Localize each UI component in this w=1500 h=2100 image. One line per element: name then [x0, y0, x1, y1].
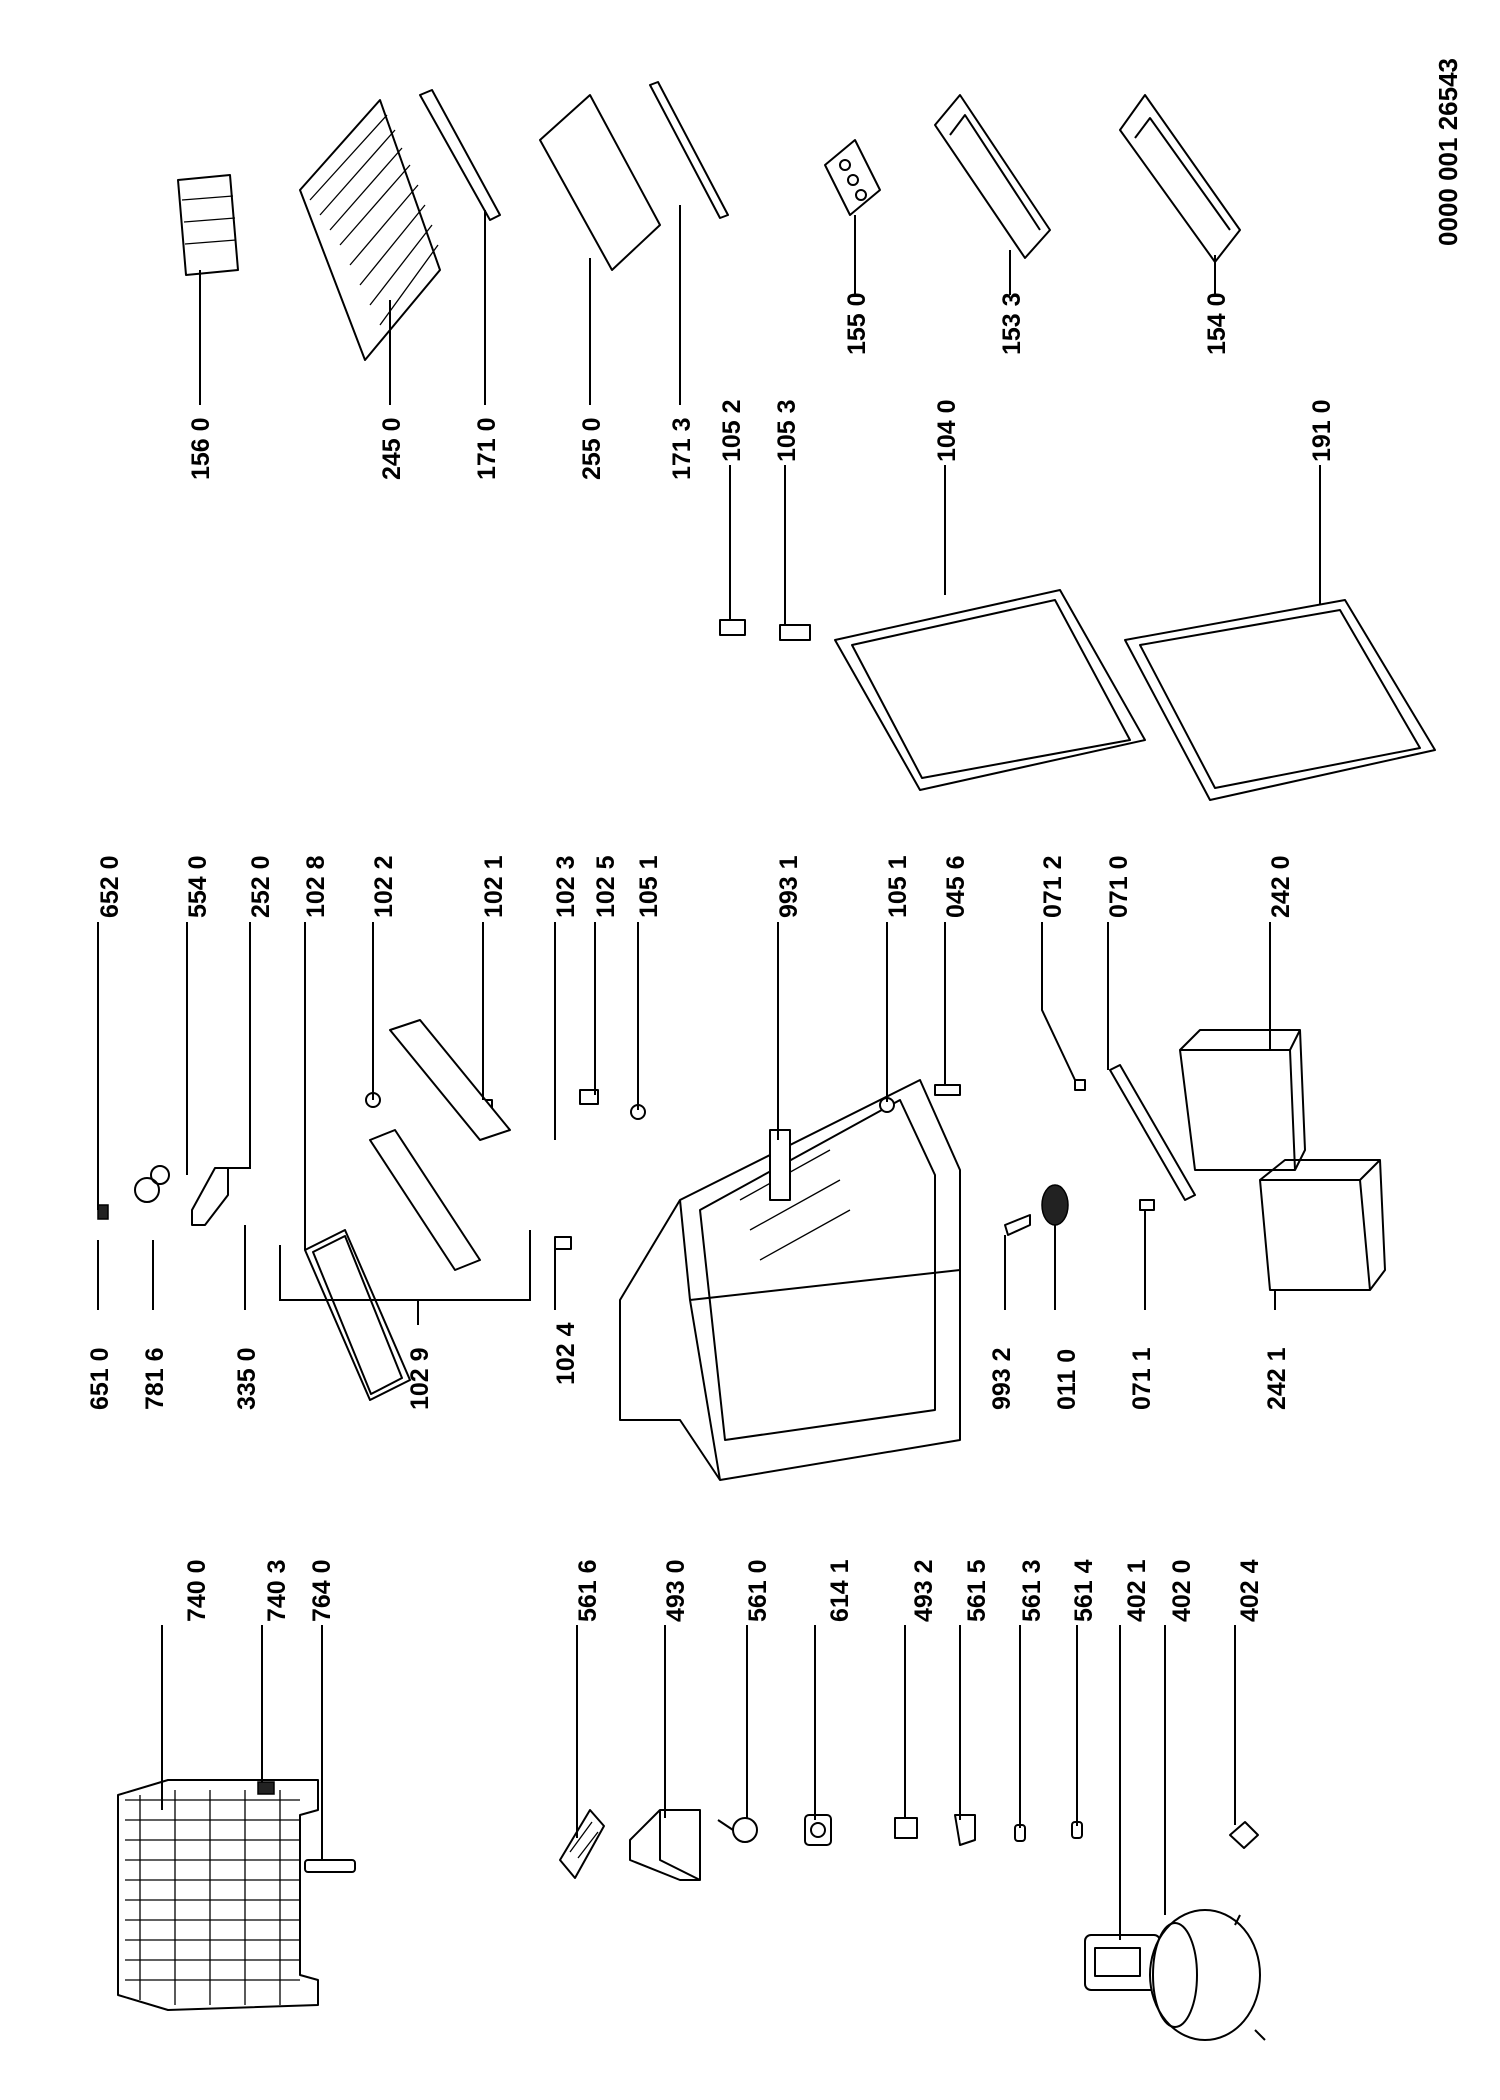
label-153-3: 153 3: [998, 292, 1026, 355]
label-652-0: 652 0: [96, 855, 124, 918]
label-993-1: 993 1: [775, 855, 803, 918]
label-245-0: 245 0: [378, 417, 406, 480]
label-102-3: 102 3: [552, 855, 580, 918]
part-242-1-bin: [1259, 1159, 1386, 1291]
label-740-3: 740 3: [263, 1559, 291, 1622]
label-335-0: 335 0: [233, 1347, 261, 1410]
part-402-4: [1229, 1821, 1259, 1849]
part-071-2: [1074, 1079, 1086, 1091]
part-191-0-door-gasket: [1124, 599, 1436, 801]
part-402-1: [1084, 1934, 1161, 1991]
document-number: 0000 001 26543: [1433, 58, 1463, 246]
label-255-0: 255 0: [578, 417, 606, 480]
label-105-1-b: 105 1: [884, 855, 912, 918]
part-252-0: [191, 1167, 229, 1226]
part-493-2: [894, 1817, 918, 1839]
part-740-3: [257, 1781, 275, 1795]
part-554-0: [134, 1165, 170, 1203]
part-102-lamp-housing: [369, 1019, 511, 1271]
part-cabinet-body: [619, 1079, 961, 1481]
label-493-0: 493 0: [662, 1559, 690, 1622]
part-155-0-egg-tray: [824, 139, 881, 216]
label-171-0: 171 0: [473, 417, 501, 480]
label-781-6: 781 6: [141, 1347, 169, 1410]
part-045-6: [934, 1084, 961, 1096]
part-561-6: [559, 1809, 605, 1879]
label-102-8: 102 8: [302, 855, 330, 918]
label-102-1: 102 1: [480, 855, 508, 918]
label-242-0: 242 0: [1267, 855, 1295, 918]
label-105-2: 105 2: [718, 399, 746, 462]
part-614-1: [804, 1814, 832, 1846]
part-105-2: [719, 619, 746, 636]
label-554-0: 554 0: [184, 855, 212, 918]
label-071-0: 071 0: [1105, 855, 1133, 918]
label-614-1: 614 1: [826, 1559, 854, 1622]
label-402-0: 402 0: [1168, 1559, 1196, 1622]
label-651-0: 651 0: [86, 1347, 114, 1410]
label-561-4: 561 4: [1070, 1559, 1098, 1622]
part-245-0-shelf: [299, 99, 441, 361]
label-561-3: 561 3: [1018, 1559, 1046, 1622]
label-561-6: 561 6: [574, 1559, 602, 1622]
label-071-2: 071 2: [1039, 855, 1067, 918]
label-011-0: 011 0: [1053, 1349, 1081, 1410]
label-105-1-a: 105 1: [635, 855, 663, 918]
label-102-4: 102 4: [552, 1322, 580, 1385]
part-171-0: [419, 89, 501, 221]
part-071-1: [1139, 1199, 1155, 1211]
label-402-1: 402 1: [1123, 1559, 1151, 1622]
label-402-4: 402 4: [1236, 1559, 1264, 1622]
part-071-0-hinge: [1109, 1064, 1196, 1201]
part-993-2: [1004, 1214, 1031, 1236]
part-153-3-door-bin: [934, 94, 1051, 259]
part-242-0-bin: [1179, 1029, 1306, 1171]
part-102-8-gasket: [304, 1229, 411, 1401]
part-764-0: [304, 1859, 356, 1873]
part-493-0: [629, 1809, 701, 1881]
label-493-2: 493 2: [910, 1559, 938, 1622]
part-156-0: [177, 174, 239, 276]
label-242-1: 242 1: [1263, 1347, 1291, 1410]
part-561-0: [717, 1817, 758, 1843]
part-104-0-door-liner: [834, 589, 1146, 791]
label-561-5: 561 5: [963, 1559, 991, 1622]
part-561-5: [954, 1814, 976, 1846]
part-402-0-compressor: [1149, 1909, 1266, 2041]
label-071-1: 071 1: [1128, 1347, 1156, 1410]
label-105-3: 105 3: [773, 399, 801, 462]
label-740-0: 740 0: [183, 1559, 211, 1622]
label-102-9: 102 9: [406, 1347, 434, 1410]
label-561-0: 561 0: [744, 1559, 772, 1622]
part-255-0-glass-shelf: [539, 94, 661, 271]
part-011-0: [1041, 1184, 1069, 1226]
label-104-0: 104 0: [933, 399, 961, 462]
part-154-0-door-bin: [1119, 94, 1241, 263]
label-154-0: 154 0: [1203, 292, 1231, 355]
part-102-4: [554, 1236, 572, 1250]
part-740-0-condenser: [117, 1779, 319, 2011]
part-993-1: [769, 1129, 791, 1201]
part-105-3: [779, 624, 811, 641]
label-156-0: 156 0: [187, 417, 215, 480]
label-102-5: 102 5: [592, 855, 620, 918]
part-652-0: [97, 1204, 109, 1220]
label-102-2: 102 2: [370, 855, 398, 918]
label-171-3: 171 3: [668, 417, 696, 480]
label-155-0: 155 0: [843, 292, 871, 355]
part-102-5: [579, 1089, 599, 1105]
label-191-0: 191 0: [1308, 399, 1336, 462]
label-993-2: 993 2: [988, 1347, 1016, 1410]
label-252-0: 252 0: [247, 855, 275, 918]
label-045-6: 045 6: [942, 855, 970, 918]
label-764-0: 764 0: [308, 1559, 336, 1622]
part-171-3: [649, 81, 729, 219]
